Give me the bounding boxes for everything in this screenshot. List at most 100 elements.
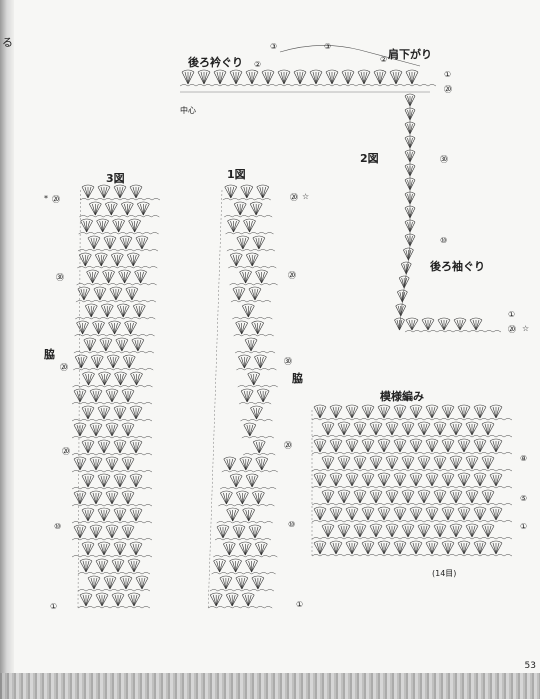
shell-top <box>313 540 327 544</box>
shell-stitch <box>447 508 455 521</box>
shell-stitch <box>423 423 431 436</box>
shell-stitch <box>312 71 317 85</box>
shell-stitch <box>98 560 103 573</box>
shell-stitch <box>113 441 121 454</box>
shell-stitch <box>127 203 134 216</box>
shell-stitch <box>452 423 457 436</box>
shell-stitch <box>79 322 83 335</box>
shell-stitch <box>239 271 246 284</box>
chain-row <box>224 215 273 218</box>
shell-stitch <box>129 407 137 420</box>
shell-stitch <box>348 508 353 521</box>
shell-stitch <box>463 440 471 453</box>
shell-stitch <box>203 71 208 85</box>
back-neck-label: 後ろ衿ぐり <box>188 56 243 69</box>
shell-stitch <box>102 220 106 233</box>
shell-top <box>115 337 129 341</box>
shell-stitch <box>439 457 444 470</box>
shell-stitch <box>401 491 409 504</box>
chain-row <box>240 419 273 422</box>
shell-stitch <box>495 474 503 487</box>
shell-stitch <box>119 441 127 454</box>
pattern-row-marker: ① <box>520 522 528 531</box>
shell-top <box>226 592 239 596</box>
shell-stitch <box>255 237 260 250</box>
shell-top <box>433 421 447 425</box>
shell-stitch <box>95 254 102 267</box>
fig1-row-marker: ⑳ <box>284 441 292 450</box>
shell-stitch <box>113 543 121 556</box>
shell-stitch <box>133 594 138 607</box>
shell-stitch <box>423 423 428 436</box>
chain-row <box>311 418 513 421</box>
shell-top <box>121 490 135 494</box>
shell-stitch <box>244 339 252 352</box>
shell-stitch <box>227 186 232 199</box>
shell-stitch <box>73 526 81 539</box>
shell-stitch <box>101 594 109 607</box>
chain-row <box>230 300 272 303</box>
shell-stitch <box>232 288 240 301</box>
shell-stitch <box>90 356 98 369</box>
pattern-row-marker: ⑧ <box>520 454 528 463</box>
chain-row <box>74 334 155 337</box>
shell-stitch <box>471 525 476 538</box>
shell-stitch <box>76 526 81 539</box>
shell-top <box>236 235 250 239</box>
shell-stitch <box>359 491 364 504</box>
shell-stitch <box>408 249 414 261</box>
shell-stitch <box>79 424 87 437</box>
shell-stitch <box>87 186 92 199</box>
shell-stitch <box>122 356 130 369</box>
shell-top <box>255 269 268 273</box>
shell-stitch <box>87 475 92 488</box>
shell-stitch <box>364 474 369 487</box>
shell-stitch <box>113 254 118 267</box>
shell-stitch <box>321 423 329 436</box>
shell-stitch <box>111 424 119 437</box>
shell-stitch <box>425 474 433 487</box>
shell-stitch <box>248 509 255 522</box>
shell-stitch <box>476 406 481 419</box>
shell-stitch <box>135 577 143 590</box>
shell-stitch <box>136 373 143 386</box>
shell-top <box>121 422 135 426</box>
chain-row <box>71 538 153 541</box>
shell-stitch <box>407 123 411 135</box>
shell-stitch <box>484 491 489 504</box>
shell-top <box>244 337 258 341</box>
chain-row <box>71 419 153 422</box>
shell-stitch <box>316 542 321 555</box>
shell-stitch <box>471 423 479 436</box>
shell-stitch <box>131 288 139 301</box>
shell-stitch <box>137 339 145 352</box>
shell-top <box>111 558 125 562</box>
shell-stitch <box>111 560 119 573</box>
shell-stitch <box>87 577 95 590</box>
shell-stitch <box>92 492 97 505</box>
shell-stitch <box>231 594 236 607</box>
shell-top <box>341 69 355 73</box>
shell-top <box>89 388 103 392</box>
shell-stitch <box>460 508 465 521</box>
shell-stitch <box>463 542 468 555</box>
shell-stitch <box>86 220 93 233</box>
shell-top <box>313 506 327 510</box>
shell-stitch <box>219 71 227 85</box>
shell-stitch <box>251 254 259 267</box>
shell-top <box>417 455 431 459</box>
shell-top <box>99 337 113 341</box>
shell-stitch <box>343 423 351 436</box>
shell-stitch <box>117 560 122 573</box>
shell-stitch <box>319 508 327 521</box>
shell-stitch <box>241 577 246 590</box>
shell-stitch <box>96 288 101 301</box>
shell-top <box>345 438 359 442</box>
fig3-side-label: 脇 <box>44 348 55 361</box>
shell-stitch <box>135 186 140 199</box>
shell-stitch <box>473 508 481 521</box>
chain-row <box>79 198 161 201</box>
shell-top <box>108 320 121 324</box>
shell-stitch <box>83 339 91 352</box>
shell-top <box>465 455 479 459</box>
